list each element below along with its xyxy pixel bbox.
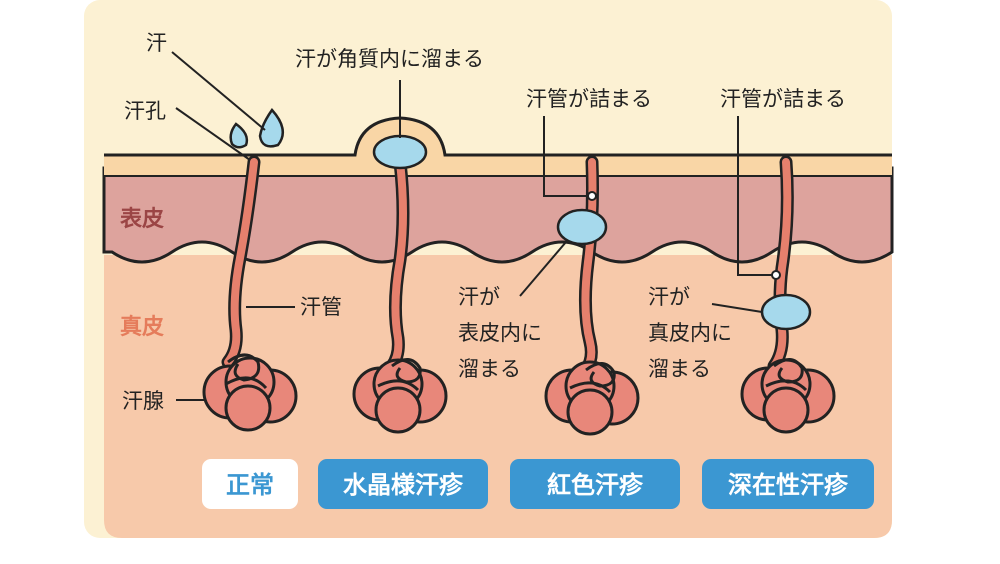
- epidermal-retention-line-3: 溜まる: [458, 357, 521, 381]
- sweat-duct-label: 汗管: [300, 295, 342, 319]
- horny-retention-label: 汗が角質内に溜まる: [295, 47, 484, 71]
- gland-crystallina: [352, 155, 448, 434]
- sweat-gland-label: 汗腺: [122, 389, 164, 413]
- leader-lines: [171, 51, 772, 401]
- category-badge-profunda: 深在性汗疹: [702, 459, 874, 509]
- sweat-pocket-epidermis: [556, 208, 608, 246]
- dermal-retention-line-2: 真皮内に: [648, 321, 732, 345]
- gland-rubra: [544, 155, 640, 436]
- blocked-duct-label-1: 汗管が詰まる: [526, 87, 652, 111]
- horny-layer: [104, 118, 892, 176]
- blocked-duct-label-2: 汗管が詰まる: [720, 87, 846, 111]
- category-badge-normal: 正常: [202, 459, 298, 509]
- epidermis-layer-label: 表皮: [120, 206, 164, 232]
- duct-blockage-point: [771, 270, 781, 280]
- sweat-pocket-horny-layer: [372, 134, 428, 170]
- sweat-pocket-dermis: [760, 293, 812, 331]
- epidermal-retention-line-2: 表皮内に: [458, 321, 542, 345]
- sweat-label: 汗: [146, 31, 167, 55]
- dermal-retention-line-1: 汗が: [648, 285, 690, 309]
- duct-blockage-point: [587, 191, 597, 201]
- gland-normal: [202, 155, 298, 432]
- sweat-pore-label: 汗孔: [124, 99, 166, 123]
- category-badge-crystallina: 水晶様汗疹: [318, 459, 488, 509]
- category-label-normal: 正常: [226, 471, 274, 499]
- category-label-rubra: 紅色汗疹: [547, 471, 644, 499]
- gland-profunda: [740, 155, 836, 434]
- epidermis-layer: [102, 166, 894, 264]
- category-badge-rubra: 紅色汗疹: [510, 459, 680, 509]
- sweat-droplet-icon: [229, 122, 249, 149]
- category-label-profunda: 深在性汗疹: [728, 471, 849, 499]
- sweat-droplet-icon: [258, 108, 285, 148]
- dermis-layer-label: 真皮: [120, 314, 164, 340]
- category-label-crystallina: 水晶様汗疹: [343, 471, 464, 499]
- dermal-retention-line-3: 溜まる: [648, 357, 711, 381]
- epidermal-retention-line-1: 汗が: [458, 285, 500, 309]
- dermis-layer: [104, 255, 892, 538]
